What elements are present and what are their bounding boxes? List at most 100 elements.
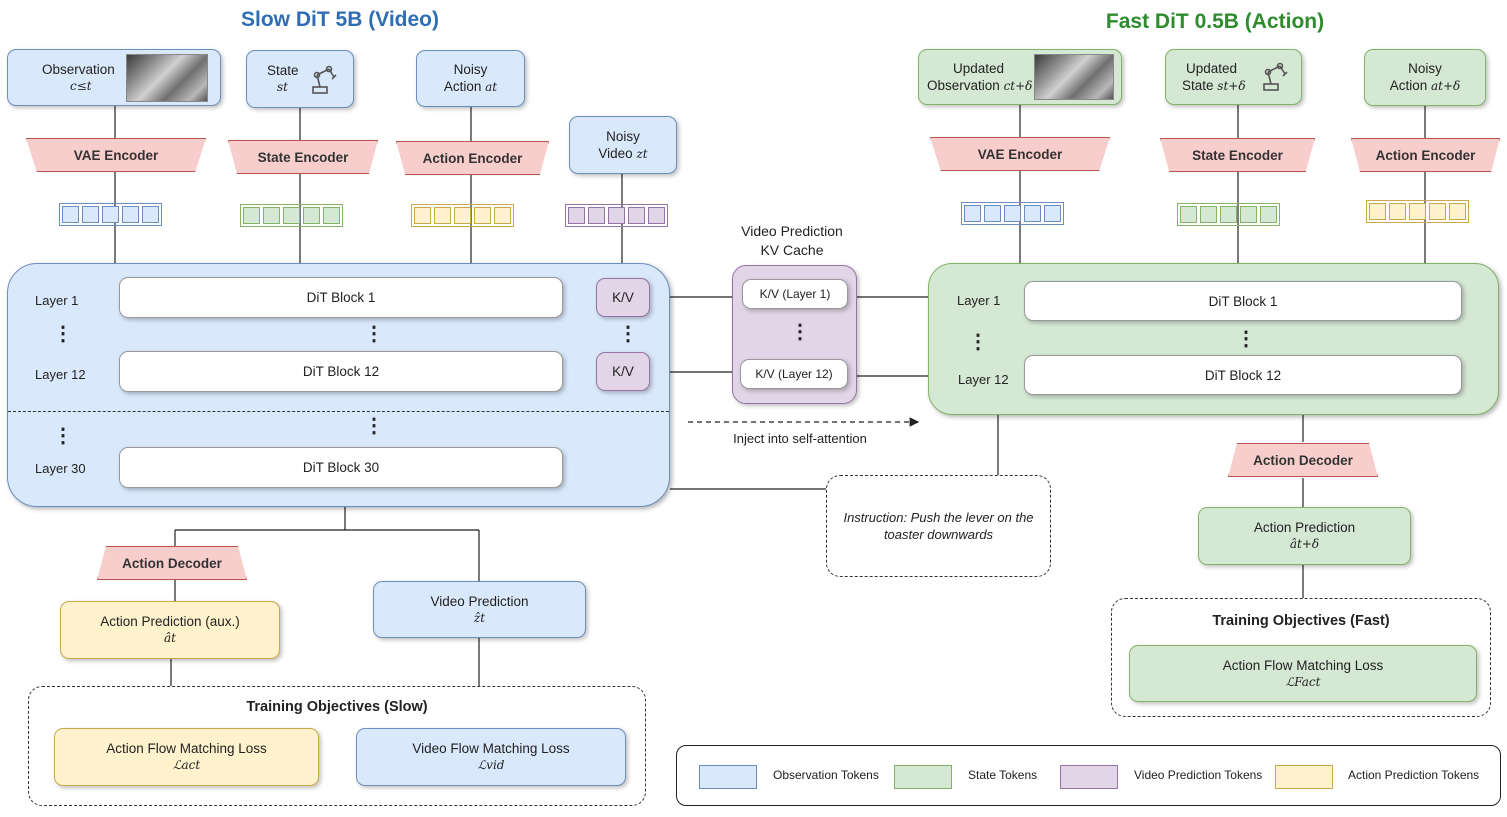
slow-objectives-panel	[28, 686, 646, 806]
slow-action-decoder: Action Decoder	[97, 546, 247, 580]
fast-layer-12-label: Layer 12	[958, 372, 1009, 387]
fast-block-dots: ⋮	[1236, 328, 1256, 350]
robot-arm-icon-fast	[1263, 62, 1288, 91]
updated-observation-label2: Observation	[927, 77, 1000, 93]
slow-layer-30-label: Layer 30	[35, 461, 86, 476]
fast-action-loss-label: Action Flow Matching Loss	[1222, 657, 1384, 673]
legend-swatch-observation	[699, 765, 757, 789]
fast-layer-1-label: Layer 1	[957, 293, 1001, 308]
legend-label-action: Action Prediction Tokens	[1348, 768, 1480, 782]
kv-layer-12: K/V	[596, 352, 650, 391]
kv-cache-title-1: Video Prediction	[741, 223, 843, 239]
slow-title: Slow DiT 5B (Video)	[241, 8, 439, 31]
fast-action-prediction-label: Action Prediction	[1253, 520, 1356, 535]
slow-observation-tokens	[59, 203, 162, 226]
kv-cache-layer-1: K/V (Layer 1)	[742, 279, 848, 309]
inject-label: Inject into self-attention	[733, 431, 867, 446]
video-loss-math: ℒvid	[477, 758, 505, 772]
slow-action-prediction-math: ât	[164, 631, 176, 645]
noisy-action-label2: Action	[443, 79, 482, 94]
kv-dots: ⋮	[618, 323, 638, 345]
observation-input: Observation c≤t	[7, 49, 221, 106]
fast-title: Fast DiT 0.5B (Action)	[1105, 10, 1325, 33]
video-prediction-math: ẑt	[473, 610, 486, 625]
noisy-action-fast-math: at+δ	[1431, 79, 1461, 93]
fast-observation-tokens	[961, 202, 1064, 225]
instruction-box: Instruction: Push the lever on the toast…	[826, 475, 1051, 577]
fast-action-prediction: Action Prediction ât+δ	[1198, 507, 1411, 565]
video-prediction-label: Video Prediction	[430, 593, 529, 609]
legend-label-state: State Tokens	[968, 768, 1038, 782]
fast-action-prediction-math: ât+δ	[1289, 537, 1320, 551]
state-math: st	[277, 80, 288, 94]
fast-vae-encoder: VAE Encoder	[930, 137, 1110, 171]
slow-action-prediction: Action Prediction (aux.) ât	[60, 601, 280, 659]
fast-state-encoder: State Encoder	[1160, 138, 1315, 172]
updated-observation-image	[1034, 54, 1114, 100]
observation-math: c≤t	[70, 78, 92, 93]
noisy-video-math: zt	[636, 146, 648, 161]
kv-cache-dots: ⋮	[790, 321, 810, 343]
noisy-video-label: Noisy	[606, 128, 640, 144]
legend-label-observation: Observation Tokens	[773, 768, 879, 782]
slow-state-encoder: State Encoder	[228, 140, 378, 174]
legend-swatch-video	[1060, 765, 1118, 789]
slow-layer-1-label: Layer 1	[35, 293, 79, 308]
fast-layer-dots: ⋮	[968, 331, 988, 353]
observation-image	[126, 54, 208, 102]
noisy-action-fast-input: Noisy Action at+δ	[1364, 49, 1486, 106]
video-loss: Video Flow Matching Loss ℒvid	[356, 728, 626, 786]
updated-observation-input: Updated Observation ct+δ	[918, 49, 1122, 105]
noisy-action-fast-label2: Action	[1389, 78, 1428, 93]
slow-dit-block-30: DiT Block 30	[119, 447, 563, 488]
legend-swatch-action	[1275, 765, 1333, 789]
slow-dit-block-12: DiT Block 12	[119, 351, 563, 392]
slow-objectives-title: Training Objectives (Slow)	[246, 699, 428, 715]
slow-action-prediction-label: Action Prediction (aux.)	[100, 614, 240, 629]
fast-action-decoder: Action Decoder	[1228, 443, 1378, 477]
video-prediction: Video Prediction ẑt	[373, 581, 586, 638]
kv-cache-title-2: KV Cache	[760, 242, 824, 258]
slow-layer-12-label: Layer 12	[35, 367, 86, 382]
fast-state-tokens	[1177, 203, 1280, 226]
slow-video-tokens	[565, 204, 668, 227]
fast-dit-block-12: DiT Block 12	[1024, 355, 1462, 395]
slow-block-dots: ⋮	[364, 323, 384, 345]
updated-state-math: st+δ	[1217, 78, 1246, 93]
updated-observation-label: Updated	[953, 60, 1005, 76]
updated-state-input: Updated State st+δ	[1165, 49, 1302, 105]
noisy-action-math: at	[485, 80, 498, 94]
kv-cache-title: Video Prediction KV Cache	[722, 222, 862, 260]
slow-vae-encoder: VAE Encoder	[26, 138, 206, 172]
fast-dit-block-1: DiT Block 1	[1024, 281, 1462, 321]
legend	[676, 745, 1501, 806]
legend-swatch-state	[894, 765, 952, 789]
robot-arm-icon	[312, 65, 337, 94]
updated-state-label: Updated	[1186, 60, 1238, 76]
kv-cache-layer-12: K/V (Layer 12)	[740, 359, 848, 389]
state-input: State st	[246, 50, 354, 108]
noisy-action-input: Noisy Action at	[416, 50, 525, 107]
fast-objectives-panel	[1111, 598, 1491, 717]
legend-label-video: Video Prediction Tokens	[1134, 768, 1263, 782]
noisy-video-input: Noisy Video zt	[569, 116, 677, 174]
slow-dit-block-1: DiT Block 1	[119, 277, 563, 318]
kv-layer-1: K/V	[596, 278, 650, 317]
fast-action-loss-math: ℒFact	[1285, 674, 1321, 689]
slow-action-loss-math: ℒact	[172, 758, 201, 772]
fast-action-loss: Action Flow Matching Loss ℒFact	[1129, 645, 1477, 702]
fast-action-tokens	[1366, 200, 1469, 223]
noisy-action-fast-label: Noisy	[1408, 61, 1442, 76]
observation-label: Observation	[42, 61, 115, 77]
video-loss-label: Video Flow Matching Loss	[412, 741, 570, 756]
noisy-action-label: Noisy	[453, 62, 488, 77]
updated-state-label2: State	[1182, 77, 1214, 93]
updated-observation-math: ct+δ	[1003, 78, 1033, 93]
panel-divider	[8, 411, 669, 412]
slow-action-tokens	[411, 204, 514, 227]
slow-action-encoder: Action Encoder	[396, 141, 549, 175]
noisy-video-label2: Video	[598, 145, 633, 161]
slow-action-loss-label: Action Flow Matching Loss	[106, 741, 267, 756]
slow-block-dots-2: ⋮	[364, 415, 384, 437]
fast-objectives-title: Training Objectives (Fast)	[1212, 613, 1390, 629]
